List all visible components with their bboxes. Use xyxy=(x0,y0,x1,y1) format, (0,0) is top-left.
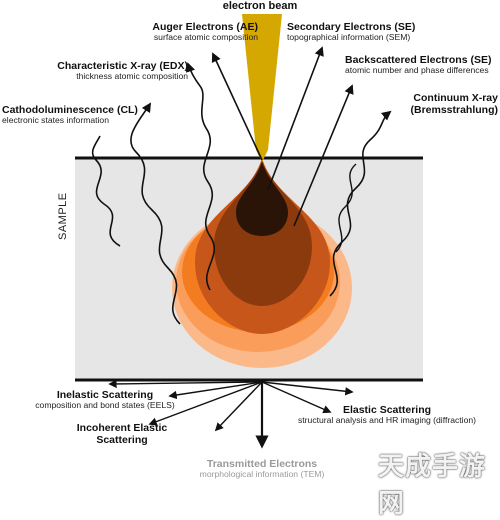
backscattered-subtitle: atomic number and phase differences xyxy=(345,65,489,76)
watermark: 天成手游网 xyxy=(378,452,487,519)
secondary-title: Secondary Electrons (SE) xyxy=(287,21,416,33)
arrow-inelastic-2 xyxy=(168,381,263,400)
arrow-incoherent-2 xyxy=(214,381,263,432)
transmitted-title: Transmitted Electrons xyxy=(206,458,318,470)
wave-continuum-2 xyxy=(335,163,357,253)
label-elastic: Elastic Scattering structural analysis a… xyxy=(282,404,492,426)
label-secondary: Secondary Electrons (SE) topographical i… xyxy=(287,21,415,43)
secondary-subtitle: topographical information (SEM) xyxy=(287,32,411,43)
wave-edx xyxy=(185,62,216,291)
cl-title: Cathodoluminescence (CL) xyxy=(2,104,138,116)
sample-label: SAMPLE xyxy=(57,192,69,240)
arrow-secondary xyxy=(267,46,324,191)
wave-cl-2 xyxy=(91,135,121,247)
arrow-incoherent xyxy=(148,381,263,426)
incoherent-title: Incoherent Elastic xyxy=(76,422,168,434)
arrow-auger xyxy=(211,52,263,161)
label-incoherent: Incoherent Elastic Scattering xyxy=(62,422,182,446)
label-edx: Characteristic X-ray (EDX) thickness ato… xyxy=(28,60,188,82)
arrow-inelastic xyxy=(108,379,263,389)
label-backscattered: Backscattered Electrons (SE) atomic numb… xyxy=(345,54,491,76)
backscattered-title: Backscattered Electrons (SE) xyxy=(345,54,492,66)
wave-cl xyxy=(130,102,181,325)
label-cl: Cathodoluminescence (CL) electronic stat… xyxy=(2,104,138,126)
elastic-title: Elastic Scattering xyxy=(342,404,432,416)
electron-beam xyxy=(242,14,282,162)
arrow-elastic xyxy=(261,381,332,414)
label-continuum: Continuum X-ray (Bremsstrahlung) xyxy=(370,92,498,116)
inelastic-subtitle: composition and bond states (EELS) xyxy=(35,400,175,411)
continuum-subtitle: (Bremsstrahlung) xyxy=(410,104,498,117)
label-inelastic: Inelastic Scattering composition and bon… xyxy=(18,389,192,411)
transmitted-subtitle: morphological information (TEM) xyxy=(199,469,325,480)
label-auger: Auger Electrons (AE) surface atomic comp… xyxy=(98,21,258,43)
edx-title: Characteristic X-ray (EDX) xyxy=(57,60,188,72)
label-transmitted: Transmitted Electrons morphological info… xyxy=(192,458,332,480)
elastic-subtitle: structural analysis and HR imaging (diff… xyxy=(298,415,476,426)
cl-subtitle: electronic states information xyxy=(2,115,109,126)
arrow-elastic-2 xyxy=(261,381,354,396)
electron-interaction-diagram xyxy=(75,14,423,449)
auger-title: Auger Electrons (AE) xyxy=(152,21,258,33)
interaction-volume xyxy=(172,158,352,368)
inelastic-title: Inelastic Scattering xyxy=(56,389,154,401)
arrow-backscattered xyxy=(293,84,354,227)
auger-subtitle: surface atomic composition xyxy=(153,32,258,43)
edx-subtitle: thickness atomic composition xyxy=(76,71,188,82)
wave-continuum xyxy=(329,110,392,297)
incoherent-subtitle: Scattering xyxy=(96,434,148,447)
continuum-title: Continuum X-ray xyxy=(413,92,498,104)
beam-title: electron beam xyxy=(222,0,298,12)
